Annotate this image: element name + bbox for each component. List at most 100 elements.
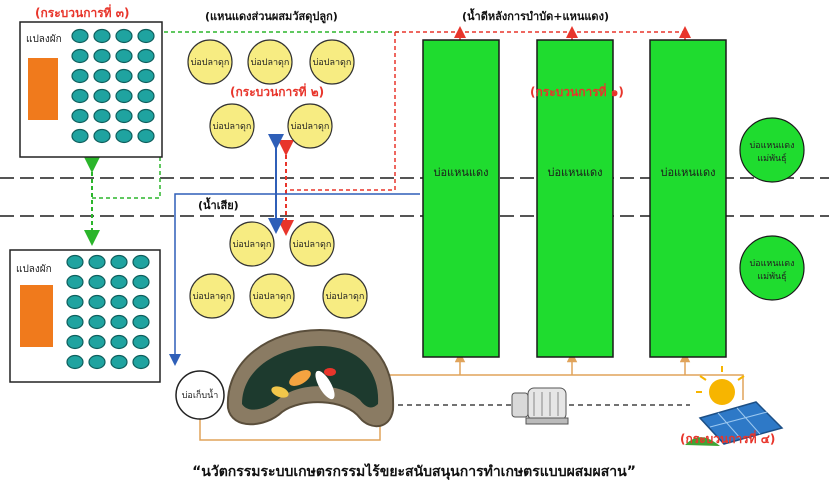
seedling-grid-bottom xyxy=(66,254,150,370)
seedling-dot xyxy=(115,48,133,64)
catfish-pond-label: บ่อปลาดุก xyxy=(291,122,330,132)
seedling-dot xyxy=(110,254,128,270)
seedling-grid-top xyxy=(71,28,155,144)
breeder-pond-label: บ่อแหนแดง xyxy=(749,259,794,269)
seedling-dot xyxy=(137,68,155,84)
seedling-dot xyxy=(93,128,111,144)
catfish-pond-label: บ่อปลาดุก xyxy=(213,122,252,132)
blue-wastewater-line xyxy=(169,193,420,366)
catfish-pond-label: บ่อปลาดุก xyxy=(191,58,230,68)
seedling-dot xyxy=(88,334,106,350)
seedling-dot xyxy=(137,28,155,44)
catfish-ponds-top: บ่อปลาดุกบ่อปลาดุกบ่อปลาดุกบ่อปลาดุกบ่อป… xyxy=(187,39,355,149)
catfish-pond-label: บ่อปลาดุก xyxy=(233,240,272,250)
seedling-dot xyxy=(71,128,89,144)
koi-pond xyxy=(226,328,395,428)
process2-label: (กระบวนการที่ ๒) xyxy=(230,83,324,99)
top-water-label: (น้ำดีหลังการบำบัด+แหนแดง) xyxy=(462,8,609,23)
catfish-pond xyxy=(209,103,255,149)
seedling-dot xyxy=(132,294,150,310)
seedling-dot xyxy=(88,294,106,310)
koi-fish-icon xyxy=(271,386,289,398)
breeder-pond-label: บ่อแหนแดง xyxy=(749,141,794,151)
seedling-dot xyxy=(132,334,150,350)
seedling-dot xyxy=(93,48,111,64)
seedling-dot xyxy=(71,28,89,44)
seedling-dot xyxy=(66,314,84,330)
catfish-pond xyxy=(249,273,295,319)
water-pump-icon xyxy=(511,387,569,425)
koi-fish-icon xyxy=(315,370,335,400)
azolla-tank-label: บ่อแหนแดง xyxy=(547,166,602,179)
seedling-dot xyxy=(66,274,84,290)
process4-label: (กระบวนการที่ ๔) xyxy=(680,430,775,446)
azolla-tank xyxy=(422,39,500,358)
seedling-dot xyxy=(115,68,133,84)
seedling-dot xyxy=(132,314,150,330)
seedling-dot xyxy=(137,88,155,104)
breeder-pond-sublabel: แม่พันธุ์ xyxy=(757,270,786,282)
catfish-pond-label: บ่อปลาดุก xyxy=(293,240,332,250)
catfish-pond xyxy=(189,273,235,319)
breeder-pond-sublabel: แม่พันธุ์ xyxy=(757,152,786,164)
seedling-dot xyxy=(137,48,155,64)
catfish-pond xyxy=(229,221,275,267)
seedling-dot xyxy=(137,108,155,124)
top-mixed-label: (แหนแดงส่วนผสมวัสดุปลูก) xyxy=(205,10,338,24)
azolla-tanks: บ่อแหนแดงบ่อแหนแดงบ่อแหนแดง xyxy=(422,39,727,358)
storage-pond-label: บ่อเก็บน้ำ xyxy=(182,388,219,401)
azolla-tank xyxy=(649,39,727,358)
catfish-pond xyxy=(287,103,333,149)
seedling-dot xyxy=(132,274,150,290)
veg-plot-bottom: แปลงผัก xyxy=(9,249,161,383)
seedling-dot xyxy=(66,334,84,350)
koi-spot-icon xyxy=(324,368,336,376)
red-return-line xyxy=(286,32,396,191)
veg-plot-bottom-label: แปลงผัก xyxy=(16,264,52,275)
catfish-pond-label: บ่อปลาดุก xyxy=(326,292,365,302)
process1-label: (กระบวนการที่ ๑) xyxy=(530,83,624,99)
seedling-dot xyxy=(115,88,133,104)
solar-panel-icon xyxy=(685,366,784,446)
seedling-dot xyxy=(110,314,128,330)
seedling-dot xyxy=(71,108,89,124)
seedling-dot xyxy=(110,334,128,350)
catfish-pond xyxy=(309,39,355,85)
catfish-pond xyxy=(247,39,293,85)
catfish-pond xyxy=(322,273,368,319)
seedling-dot xyxy=(66,254,84,270)
seedling-dot xyxy=(71,48,89,64)
process3-label: (กระบวนการที่ ๓) xyxy=(35,4,129,20)
catfish-pond xyxy=(289,221,335,267)
seedling-dot xyxy=(110,354,128,370)
seedling-dot xyxy=(110,274,128,290)
veg-bed-bottom xyxy=(20,285,53,347)
seedling-dot xyxy=(71,88,89,104)
seedling-dot xyxy=(93,68,111,84)
seedling-dot xyxy=(71,68,89,84)
azolla-tank-label: บ่อแหนแดง xyxy=(433,166,488,179)
catfish-pond-label: บ่อปลาดุก xyxy=(253,292,292,302)
seedling-dot xyxy=(115,108,133,124)
azolla-tank xyxy=(536,39,614,358)
diagram-caption: “นวัตกรรมระบบเกษตรกรรมไร้ขยะสนับสนุนการท… xyxy=(192,462,636,480)
veg-plot-top-label: แปลงผัก xyxy=(26,34,62,45)
catfish-ponds-bottom: บ่อปลาดุกบ่อปลาดุกบ่อปลาดุกบ่อปลาดุกบ่อป… xyxy=(189,221,368,319)
seedling-dot xyxy=(66,354,84,370)
seedling-dot xyxy=(115,128,133,144)
seedling-dot xyxy=(66,294,84,310)
wastewater-label: (น้ำเสีย) xyxy=(198,197,239,212)
breeder-pond xyxy=(739,235,805,301)
seedling-dot xyxy=(110,294,128,310)
seedling-dot xyxy=(88,274,106,290)
seedling-dot xyxy=(132,254,150,270)
catfish-pond-label: บ่อปลาดุก xyxy=(193,292,232,302)
seedling-dot xyxy=(132,354,150,370)
catfish-pond xyxy=(187,39,233,85)
seedling-dot xyxy=(93,28,111,44)
seedling-dot xyxy=(88,354,106,370)
breeder-pond xyxy=(739,117,805,183)
